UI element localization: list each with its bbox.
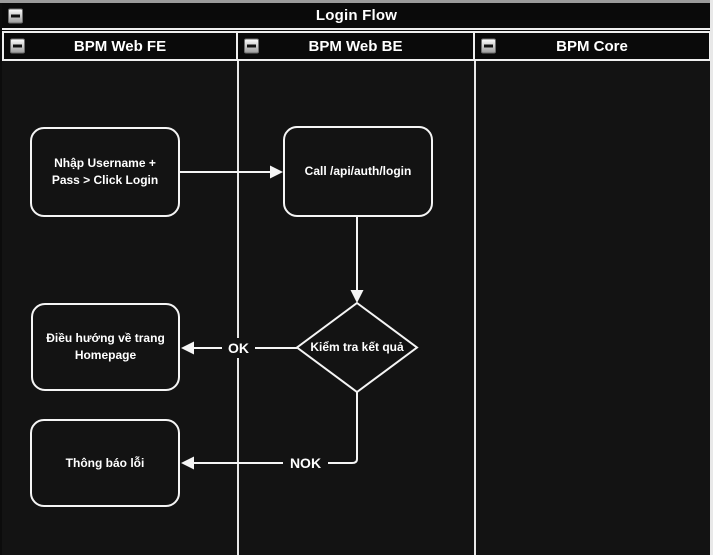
lane-label: BPM Web FE: [73, 37, 167, 55]
lane-divider: [237, 61, 239, 555]
node-input-login[interactable]: Nhập Username + Pass > Click Login: [30, 127, 180, 217]
node-label: Call /api/auth/login: [304, 164, 412, 179]
minus-icon: [484, 44, 493, 48]
lane-label: BPM Web BE: [308, 37, 403, 55]
node-label: Điều hướng về trang Homepage: [46, 331, 165, 362]
node-label: Kiểm tra kết quả: [310, 340, 404, 355]
collapse-icon[interactable]: [244, 38, 259, 54]
minus-icon: [11, 14, 20, 17]
edge-label-nok[interactable]: NOK: [283, 453, 328, 473]
lane-label: BPM Core: [556, 37, 628, 55]
lane-header-bpm-web-be[interactable]: BPM Web BE: [236, 31, 475, 61]
minus-icon: [247, 44, 256, 48]
pool-right-border: [710, 0, 713, 555]
lane-header-bpm-core[interactable]: BPM Core: [473, 31, 711, 61]
node-error-message[interactable]: Thông báo lỗi: [30, 419, 180, 507]
node-label: Nhập Username + Pass > Click Login: [51, 156, 159, 187]
node-label: Thông báo lỗi: [65, 455, 145, 470]
node-check-result[interactable]: Kiểm tra kết quả: [297, 303, 417, 392]
lane-header-bpm-web-fe[interactable]: BPM Web FE: [2, 31, 238, 61]
canvas-top-edge: [0, 0, 713, 3]
pool-title: Login Flow: [315, 7, 398, 24]
collapse-icon[interactable]: [481, 38, 496, 54]
collapse-icon[interactable]: [8, 8, 23, 23]
collapse-icon[interactable]: [10, 38, 25, 54]
node-go-homepage[interactable]: Điều hướng về trang Homepage: [31, 303, 180, 391]
node-call-api[interactable]: Call /api/auth/login: [283, 126, 433, 217]
lane-divider: [474, 61, 476, 555]
minus-icon: [13, 44, 22, 48]
pool-title-bar[interactable]: Login Flow: [2, 3, 711, 30]
edge-label-ok[interactable]: OK: [222, 338, 255, 358]
